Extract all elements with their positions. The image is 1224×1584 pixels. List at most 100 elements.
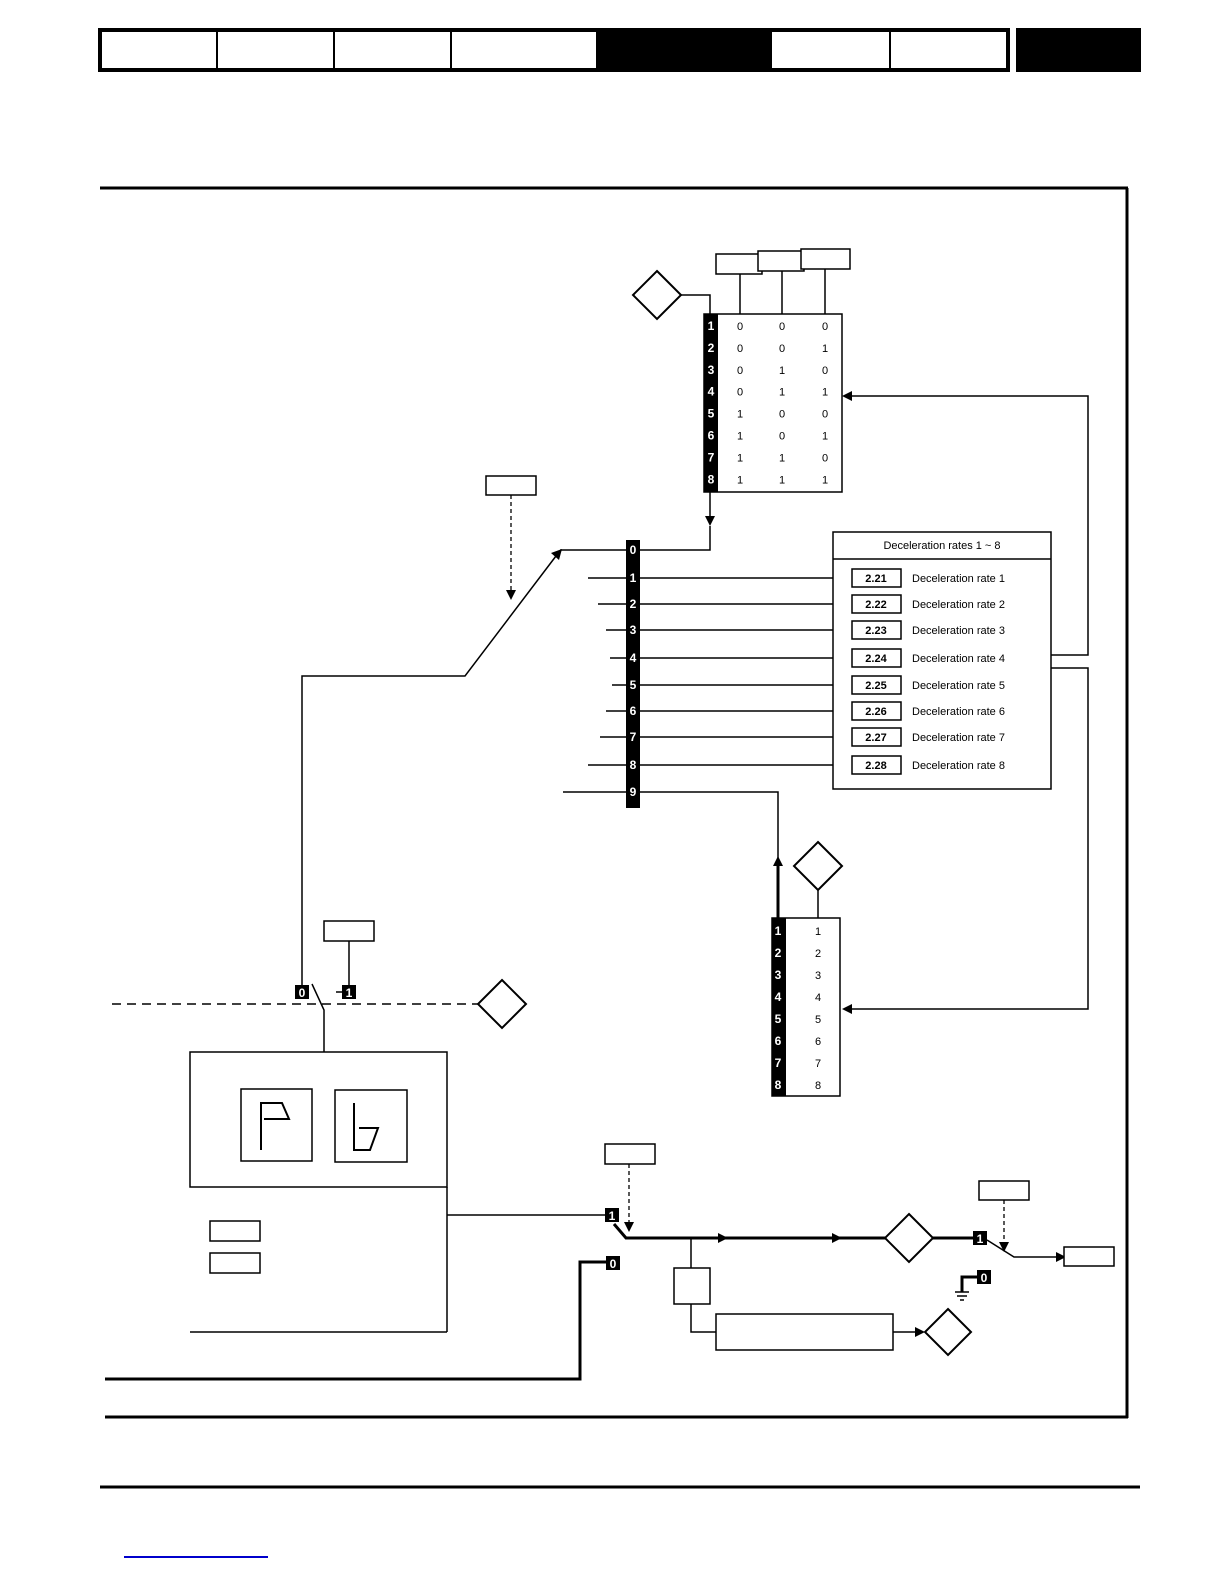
decel-param-number: 2.26 — [865, 706, 886, 718]
binary-row-label: 5 — [708, 407, 715, 421]
output-switch-zero-label: 0 — [610, 1257, 617, 1271]
decel-param-box[interactable] — [851, 675, 902, 695]
decel-param-number: 2.28 — [865, 760, 886, 772]
binary-row-label: 1 — [708, 319, 715, 333]
header-tab-bar — [98, 28, 1141, 72]
selector-input-label: 3 — [630, 623, 637, 637]
selector-control-param-box[interactable] — [485, 475, 537, 496]
binary-cell: 1 — [737, 452, 743, 464]
binary-cell: 0 — [737, 387, 743, 399]
binary-cell: 1 — [737, 431, 743, 443]
binary-cell: 0 — [779, 343, 785, 355]
header-tab-active[interactable] — [596, 30, 772, 70]
switch-zero-label: 0 — [299, 986, 306, 1000]
bit-param-box-b — [757, 250, 805, 272]
decel-param-box[interactable] — [851, 620, 902, 640]
comparator-box — [673, 1267, 711, 1305]
selector-input-label: 1 — [630, 571, 637, 585]
binary-cell: 0 — [779, 321, 785, 333]
binary-cell: 1 — [822, 343, 828, 355]
decel-param-box[interactable] — [851, 727, 902, 747]
lower-selector-row-label: 1 — [775, 924, 782, 938]
selector-input-label: 9 — [630, 785, 637, 799]
decel-param-number: 2.25 — [865, 680, 886, 692]
binary-cell: 1 — [822, 431, 828, 443]
decel-param-box[interactable] — [851, 594, 902, 614]
binary-row-label: 4 — [708, 385, 715, 399]
bit-param-box-c — [800, 248, 851, 270]
comparator-branch — [673, 1238, 973, 1357]
decel-rate-label: Deceleration rate 1 — [912, 573, 1005, 585]
bit-param-box-a — [715, 253, 763, 275]
selector-input-label: 2 — [630, 597, 637, 611]
binary-cell: 0 — [822, 452, 828, 464]
status-function-box — [715, 1313, 894, 1351]
final-switch-one-label: 1 — [977, 1232, 984, 1246]
deceleration-block-title: Deceleration rates 1 ~ 8 — [883, 540, 1000, 552]
ramp-output-diamond — [883, 1212, 935, 1264]
output-select-param-box[interactable] — [604, 1143, 656, 1165]
feedback-paths — [842, 391, 1089, 1014]
binary-cell: 1 — [822, 474, 828, 486]
ramp-block — [189, 1051, 448, 1333]
lower-selector-row-label: 4 — [775, 990, 782, 1004]
switch-one-label: 1 — [346, 986, 353, 1000]
final-enable-param-box[interactable] — [978, 1180, 1030, 1201]
decel-param-box[interactable] — [851, 701, 902, 721]
binary-cell: 1 — [779, 387, 785, 399]
decel-param-box[interactable] — [851, 648, 902, 668]
binary-cell: 1 — [779, 452, 785, 464]
binary-row-label: 7 — [708, 450, 715, 464]
lower-selector-value: 7 — [815, 1058, 821, 1070]
binary-cell: 1 — [779, 474, 785, 486]
binary-row-label: 6 — [708, 429, 715, 443]
lower-selector-value: 8 — [815, 1080, 821, 1092]
selector-input-label: 7 — [630, 730, 637, 744]
selector-input-label: 0 — [630, 543, 637, 557]
binary-row-label: 3 — [708, 363, 715, 377]
decel-param-number: 2.27 — [865, 732, 886, 744]
ramp-param-box-b[interactable] — [209, 1252, 261, 1274]
ramp-b-icon — [334, 1089, 408, 1163]
ramp-p-icon — [240, 1088, 313, 1162]
lower-selector-row-label: 2 — [775, 946, 782, 960]
binary-cell: 1 — [737, 474, 743, 486]
decel-rate-label: Deceleration rate 5 — [912, 680, 1005, 692]
lower-selector-value: 3 — [815, 970, 821, 982]
lower-selector-diamond — [792, 840, 844, 892]
footer-link[interactable] — [124, 1556, 268, 1558]
decel-rate-label: Deceleration rate 4 — [912, 653, 1005, 665]
selector-input-label: 6 — [630, 704, 637, 718]
decel-param-box[interactable] — [851, 568, 902, 588]
lower-selector-value: 4 — [815, 992, 821, 1004]
ramp-mode-diamond — [476, 978, 528, 1030]
decel-rate-label: Deceleration rate 2 — [912, 599, 1005, 611]
ramp-param-box-a[interactable] — [209, 1220, 261, 1242]
ground-icon: 0 — [955, 1270, 991, 1301]
decel-param-number: 2.23 — [865, 625, 886, 637]
lower-selector-row-label: 5 — [775, 1012, 782, 1026]
decel-rate-label: Deceleration rate 7 — [912, 732, 1005, 744]
ramp-mode-param-box[interactable] — [323, 920, 375, 942]
binary-cell: 1 — [737, 409, 743, 421]
final-output-switch: 1 0 — [955, 1180, 1115, 1301]
selector-input-label: 4 — [630, 651, 637, 665]
binary-row-label: 2 — [708, 341, 715, 355]
decel-param-box[interactable] — [851, 755, 902, 775]
decel-param-number: 2.21 — [865, 573, 886, 585]
lower-selector-value: 2 — [815, 948, 821, 960]
binary-cell: 0 — [822, 321, 828, 333]
header-section-marker — [1016, 28, 1141, 72]
lower-selector-row-label: 3 — [775, 968, 782, 982]
binary-cell: 0 — [737, 343, 743, 355]
binary-row-label: 8 — [708, 472, 715, 486]
decel-rate-label: Deceleration rate 6 — [912, 706, 1005, 718]
decel-param-number: 2.22 — [865, 599, 886, 611]
binary-cell: 0 — [737, 365, 743, 377]
binary-cell: 0 — [779, 409, 785, 421]
output-switch-one-label: 1 — [609, 1209, 616, 1223]
lower-selector-value: 1 — [815, 926, 821, 938]
decel-rate-label: Deceleration rate 3 — [912, 625, 1005, 637]
